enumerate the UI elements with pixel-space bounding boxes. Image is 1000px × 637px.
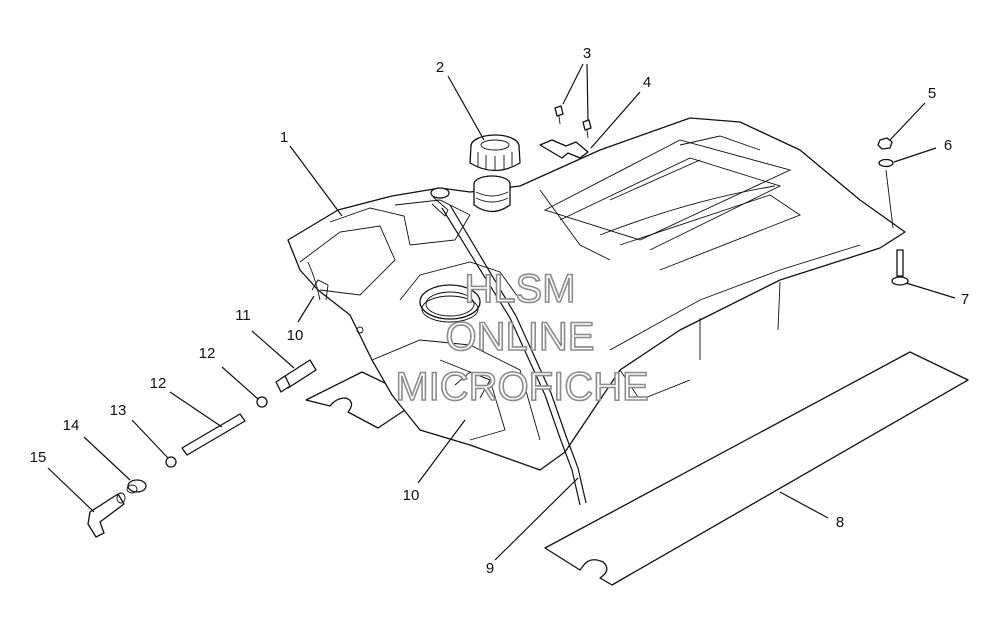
bolt-centerline <box>885 169 894 229</box>
callout-15: 15 <box>30 449 47 466</box>
clamp <box>165 456 177 468</box>
bracket <box>539 139 589 159</box>
callout-9: 9 <box>486 560 494 577</box>
callout-labels: 1 2 3 4 5 6 7 8 9 10 10 11 12 12 13 14 1… <box>30 45 970 577</box>
callout-12-upper: 12 <box>199 345 216 362</box>
valve-elbow <box>87 492 126 538</box>
nut <box>877 137 893 150</box>
callout-11: 11 <box>235 307 251 324</box>
callout-13: 12 <box>150 375 167 392</box>
watermark-line-1: HLSM <box>464 267 575 311</box>
bolt <box>554 105 564 125</box>
leader-lines <box>47 63 956 561</box>
vent-fitting <box>430 187 450 217</box>
watermark-line-2: ONLINE <box>446 315 595 359</box>
grommet <box>126 479 147 494</box>
callout-10-lower: 10 <box>403 487 420 504</box>
bolt <box>582 119 592 139</box>
washer <box>878 158 894 168</box>
callout-4: 4 <box>643 74 651 91</box>
watermark: HLSM ONLINE MICROFICHE <box>395 266 650 410</box>
bolt <box>891 249 909 286</box>
hose <box>181 413 246 456</box>
watermark-line-3: MICROFICHE <box>395 365 648 409</box>
callout-14: 14 <box>63 417 80 434</box>
callout-1: 1 <box>280 129 288 146</box>
callout-6: 6 <box>944 137 952 154</box>
callout-12-lower: 13 <box>110 402 127 419</box>
callout-7: 7 <box>961 291 969 308</box>
fuel-line <box>441 204 587 506</box>
callout-10-upper: 10 <box>287 327 304 344</box>
pump-opening <box>419 284 481 323</box>
callout-5: 5 <box>928 85 936 102</box>
clamp <box>256 396 268 408</box>
callout-3: 3 <box>583 45 591 62</box>
heat-shield-pad <box>544 351 969 586</box>
fitting <box>275 359 317 393</box>
callout-8: 8 <box>836 514 844 531</box>
mounting-bracket <box>305 371 421 429</box>
callout-2: 2 <box>436 59 444 76</box>
fuel-cap <box>469 134 521 172</box>
filler-neck <box>473 175 511 213</box>
